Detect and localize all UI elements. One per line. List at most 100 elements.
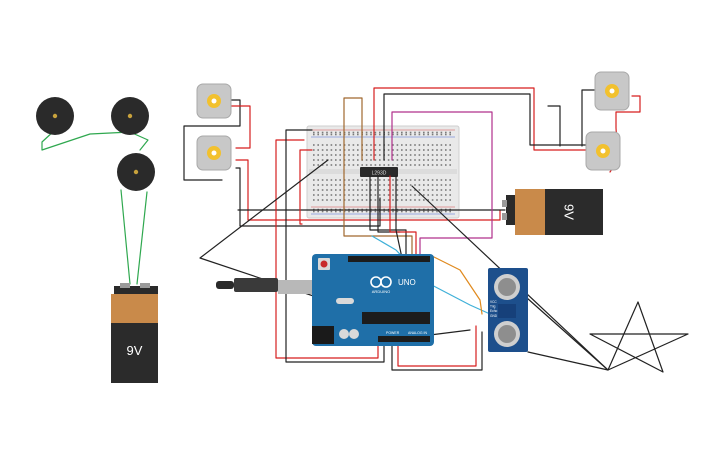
motor-driver-chip[interactable]: L293D	[360, 167, 398, 177]
breadboard-hole	[401, 189, 403, 191]
breadboard-hole	[326, 149, 328, 151]
breadboard-hole	[365, 189, 368, 191]
breadboard-hole	[423, 189, 425, 191]
breadboard-hole	[365, 199, 368, 201]
breadboard-hole	[374, 189, 377, 191]
dc-motor[interactable]	[594, 71, 630, 111]
breadboard-hole	[379, 149, 381, 151]
breadboard-hole	[326, 189, 328, 191]
breadboard-hole	[326, 199, 328, 201]
breadboard-hole	[449, 154, 451, 156]
breadboard-hole	[436, 184, 438, 186]
breadboard-hole	[449, 210, 451, 213]
dc-motor[interactable]	[196, 83, 232, 119]
breadboard-hole	[387, 194, 390, 196]
breadboard-hole	[357, 131, 359, 134]
breadboard-hole	[365, 159, 368, 161]
breadboard-hole	[396, 131, 399, 134]
wire-black	[527, 301, 689, 373]
breadboard-hole	[379, 179, 381, 181]
breadboard-hole	[335, 179, 337, 181]
dc-motor[interactable]	[585, 131, 621, 171]
breadboard-hole	[357, 179, 359, 181]
power-header-label: POWER	[386, 331, 400, 335]
breadboard-hole	[396, 189, 399, 191]
battery-9v-left[interactable]: 9V	[111, 283, 158, 383]
breadboard-hole	[423, 159, 425, 161]
breadboard-hole	[418, 184, 421, 186]
breadboard-hole	[317, 144, 319, 146]
breadboard-hole	[396, 179, 399, 181]
breadboard-hole	[418, 194, 421, 196]
breadboard-hole	[321, 131, 324, 134]
breadboard-hole	[414, 131, 416, 134]
breadboard-hole	[313, 131, 315, 134]
breadboard-hole	[431, 144, 434, 146]
breadboard-hole	[335, 144, 337, 146]
breadboard-hole	[352, 199, 355, 201]
breadboard-hole	[423, 149, 425, 151]
buzzer[interactable]	[117, 153, 155, 191]
breadboard-hole	[365, 210, 368, 213]
breadboard-hole	[374, 149, 377, 151]
breadboard-hole	[387, 189, 390, 191]
breadboard-hole	[383, 194, 385, 196]
breadboard-hole	[321, 210, 324, 213]
breadboard-hole	[352, 144, 355, 146]
breadboard-hole	[387, 210, 390, 213]
breadboard-hole	[352, 184, 355, 186]
breadboard-hole	[313, 189, 315, 191]
breadboard-hole	[313, 184, 315, 186]
breadboard-hole	[335, 154, 337, 156]
breadboard-hole	[339, 149, 341, 151]
breadboard-hole	[357, 144, 359, 146]
breadboard-hole	[387, 133, 390, 136]
breadboard-hole	[418, 210, 421, 213]
digital-header	[348, 256, 430, 262]
breadboard-hole	[313, 149, 315, 151]
breadboard-hole	[339, 194, 341, 196]
breadboard-hole	[374, 144, 377, 146]
breadboard-hole	[348, 144, 350, 146]
breadboard-hole	[440, 144, 443, 146]
breadboard-hole	[405, 184, 407, 186]
breadboard-hole	[352, 149, 355, 151]
buzzer[interactable]	[36, 97, 74, 135]
battery-9v-right[interactable]: 9V	[502, 189, 603, 235]
wire-black	[383, 93, 589, 161]
breadboard-hole	[392, 164, 394, 166]
breadboard-hole	[379, 184, 381, 186]
breadboard-hole	[321, 159, 324, 161]
breadboard-hole	[414, 199, 416, 201]
breadboard-hole	[330, 194, 333, 196]
breadboard-hole	[357, 164, 359, 166]
dc-motor[interactable]	[196, 135, 232, 171]
breadboard-hole	[335, 149, 337, 151]
breadboard-hole	[401, 184, 403, 186]
breadboard-hole	[414, 154, 416, 156]
breadboard-hole	[409, 164, 412, 166]
reset-button[interactable]	[320, 260, 328, 268]
breadboard-hole	[436, 210, 438, 213]
breadboard-hole	[423, 184, 425, 186]
breadboard-hole	[440, 131, 443, 134]
breadboard-hole	[357, 194, 359, 196]
breadboard-hole	[392, 179, 394, 181]
breadboard-hole	[418, 164, 421, 166]
breadboard-hole	[401, 210, 403, 213]
breadboard-hole	[317, 164, 319, 166]
breadboard-hole	[431, 199, 434, 201]
wire-black	[547, 105, 561, 147]
breadboard-hole	[431, 189, 434, 191]
breadboard-hole	[326, 184, 328, 186]
breadboard-hole	[414, 149, 416, 151]
breadboard-hole	[365, 179, 368, 181]
breadboard-hole	[370, 131, 372, 134]
breadboard-hole	[379, 189, 381, 191]
arduino-uno[interactable]: ARDUINO UNO POWER ANALOG IN	[216, 254, 434, 346]
analog-header	[378, 336, 430, 342]
buzzer[interactable]	[111, 97, 149, 135]
breadboard-hole	[335, 131, 337, 134]
